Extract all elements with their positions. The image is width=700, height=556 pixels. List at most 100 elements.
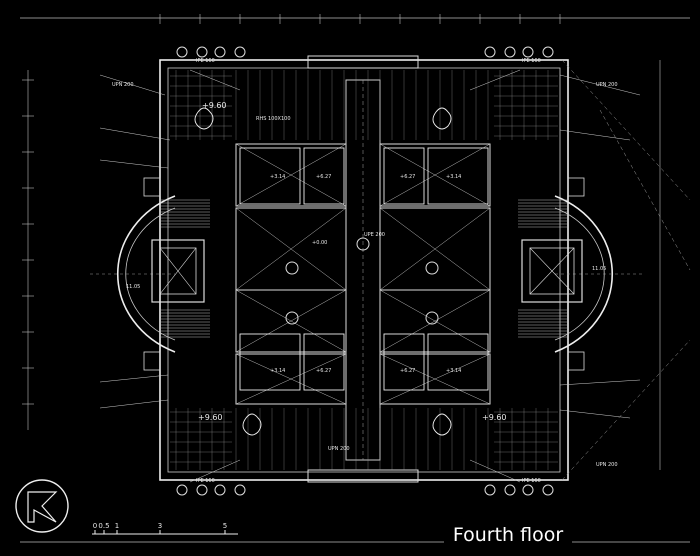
elevation-label: +0.00 [312,240,327,246]
leader-line [99,159,169,169]
left-apse [116,195,176,353]
structural-bay [379,353,491,405]
structural-bay [379,143,491,207]
spot-level: +3.14 [446,368,461,374]
structural-bay [235,289,347,353]
skylight-opening [303,147,345,205]
leader-line [189,69,241,91]
column-marker [196,484,208,496]
spot-level: +6.27 [316,368,331,374]
spot-level: +3.14 [446,174,461,180]
left-apse-inner [125,207,176,341]
elevation-label: +9.60 [202,101,227,110]
revision-cloud [432,413,452,436]
column-marker [234,46,246,58]
elevation-label: +9.60 [482,413,507,422]
left-stair-inner [159,247,197,295]
left-stair-core [151,239,205,303]
column-marker [504,484,516,496]
round-column [425,311,439,325]
round-column [285,311,299,325]
skylight-opening [239,147,301,205]
scale-tick-label: 0 [93,522,97,530]
top-entrance [307,55,419,69]
plan-line [379,289,491,353]
scale-tick-label: 5 [223,522,227,530]
revision-cloud [194,107,214,130]
scale-tick-label: 1 [115,522,119,530]
column-marker [214,484,226,496]
structural-bay [235,143,347,207]
column-marker [196,46,208,58]
column-marker [176,484,188,496]
plan-line [235,143,347,207]
leader-line [469,459,521,483]
plan-line [235,353,347,405]
right-stair-core [521,239,583,303]
leader-line [99,399,169,409]
spot-level: +6.27 [400,368,415,374]
leader-line [559,379,641,386]
leader-line [99,74,166,96]
structural-bay [379,289,491,353]
column-marker [542,484,554,496]
skylight-opening [383,333,425,391]
plan-line [159,247,197,295]
steel-annotation: UPN 200 [328,446,350,452]
steel-annotation: RHS 100X100 [256,116,291,122]
column-marker [234,484,246,496]
side-niche [143,351,161,371]
structural-bay [235,353,347,405]
drawing-title: Fourth floor [444,518,572,552]
leader-line [559,129,631,141]
elevation-label: +9.60 [198,413,223,422]
spot-level: +6.27 [400,174,415,180]
scale-tick-label: 3 [158,522,162,530]
elevation-label: 11.05 [592,266,606,272]
spot-level: +3.14 [270,174,285,180]
bottom-entrance [307,469,419,483]
steel-annotation: UPN 200 [596,82,618,88]
leader-line [559,74,641,96]
skylight-opening [303,333,345,391]
revision-cloud [432,107,452,130]
north-arrow-circle [15,479,69,533]
plan-line [379,207,491,291]
scale-tick-label: 0.5 [98,522,109,530]
steel-annotation: IPE 160 [196,478,215,484]
leader-line [99,127,171,141]
building-inner-wall [167,67,561,473]
column-marker [522,484,534,496]
construction-line [599,109,691,271]
plan-line [379,143,491,207]
steel-annotation: UPN 200 [596,462,618,468]
side-niche [567,351,585,371]
round-column [285,261,299,275]
construction-line [561,339,691,481]
right-apse [554,195,614,353]
side-niche [143,177,161,197]
column-marker [176,46,188,58]
right-stair-inner [529,247,575,295]
round-column [356,237,370,251]
north-arrow [27,491,58,523]
skylight-opening [427,333,489,391]
column-marker [214,46,226,58]
round-column [425,261,439,275]
side-niche [567,177,585,197]
spot-level: +6.27 [316,174,331,180]
plan-line [529,247,575,295]
column-marker [484,46,496,58]
skylight-opening [239,333,301,391]
plan-line [235,289,347,353]
leader-line [189,459,241,483]
steel-annotation: UPN 200 [112,82,134,88]
steel-annotation: UPE 200 [364,232,385,238]
leader-line [559,409,631,419]
plan-line [379,353,491,405]
steel-annotation: IPE 160 [522,478,541,484]
column-marker [484,484,496,496]
elevation-label: 11.05 [126,284,140,290]
